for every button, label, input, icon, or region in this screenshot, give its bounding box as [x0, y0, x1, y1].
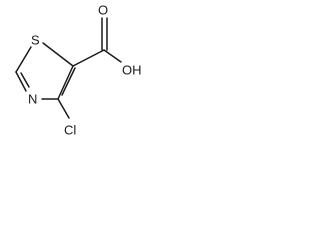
- bond-c4-c5-inner: [61, 67, 76, 96]
- chlorine-atom: Cl: [64, 123, 76, 138]
- sulfur-atom: S: [31, 33, 40, 48]
- bond-c5-ccooh: [72, 49, 105, 67]
- bond-c4-c5: [57, 65, 74, 100]
- carbonyl-oxygen-atom: O: [98, 3, 108, 18]
- bond-c4-cl: [57, 98, 70, 119]
- bond-c2-n3-inner: [20, 72, 30, 88]
- bond-s-c2: [15, 46, 32, 73]
- bond-c5-s: [42, 42, 74, 67]
- bond-c-oh: [103, 49, 122, 63]
- bond-c2-n3-double: [15, 71, 27, 92]
- chemical-structure: S N Cl O OH: [15, 3, 142, 138]
- hydroxyl-group: OH: [122, 63, 142, 78]
- nitrogen-atom: N: [28, 92, 37, 107]
